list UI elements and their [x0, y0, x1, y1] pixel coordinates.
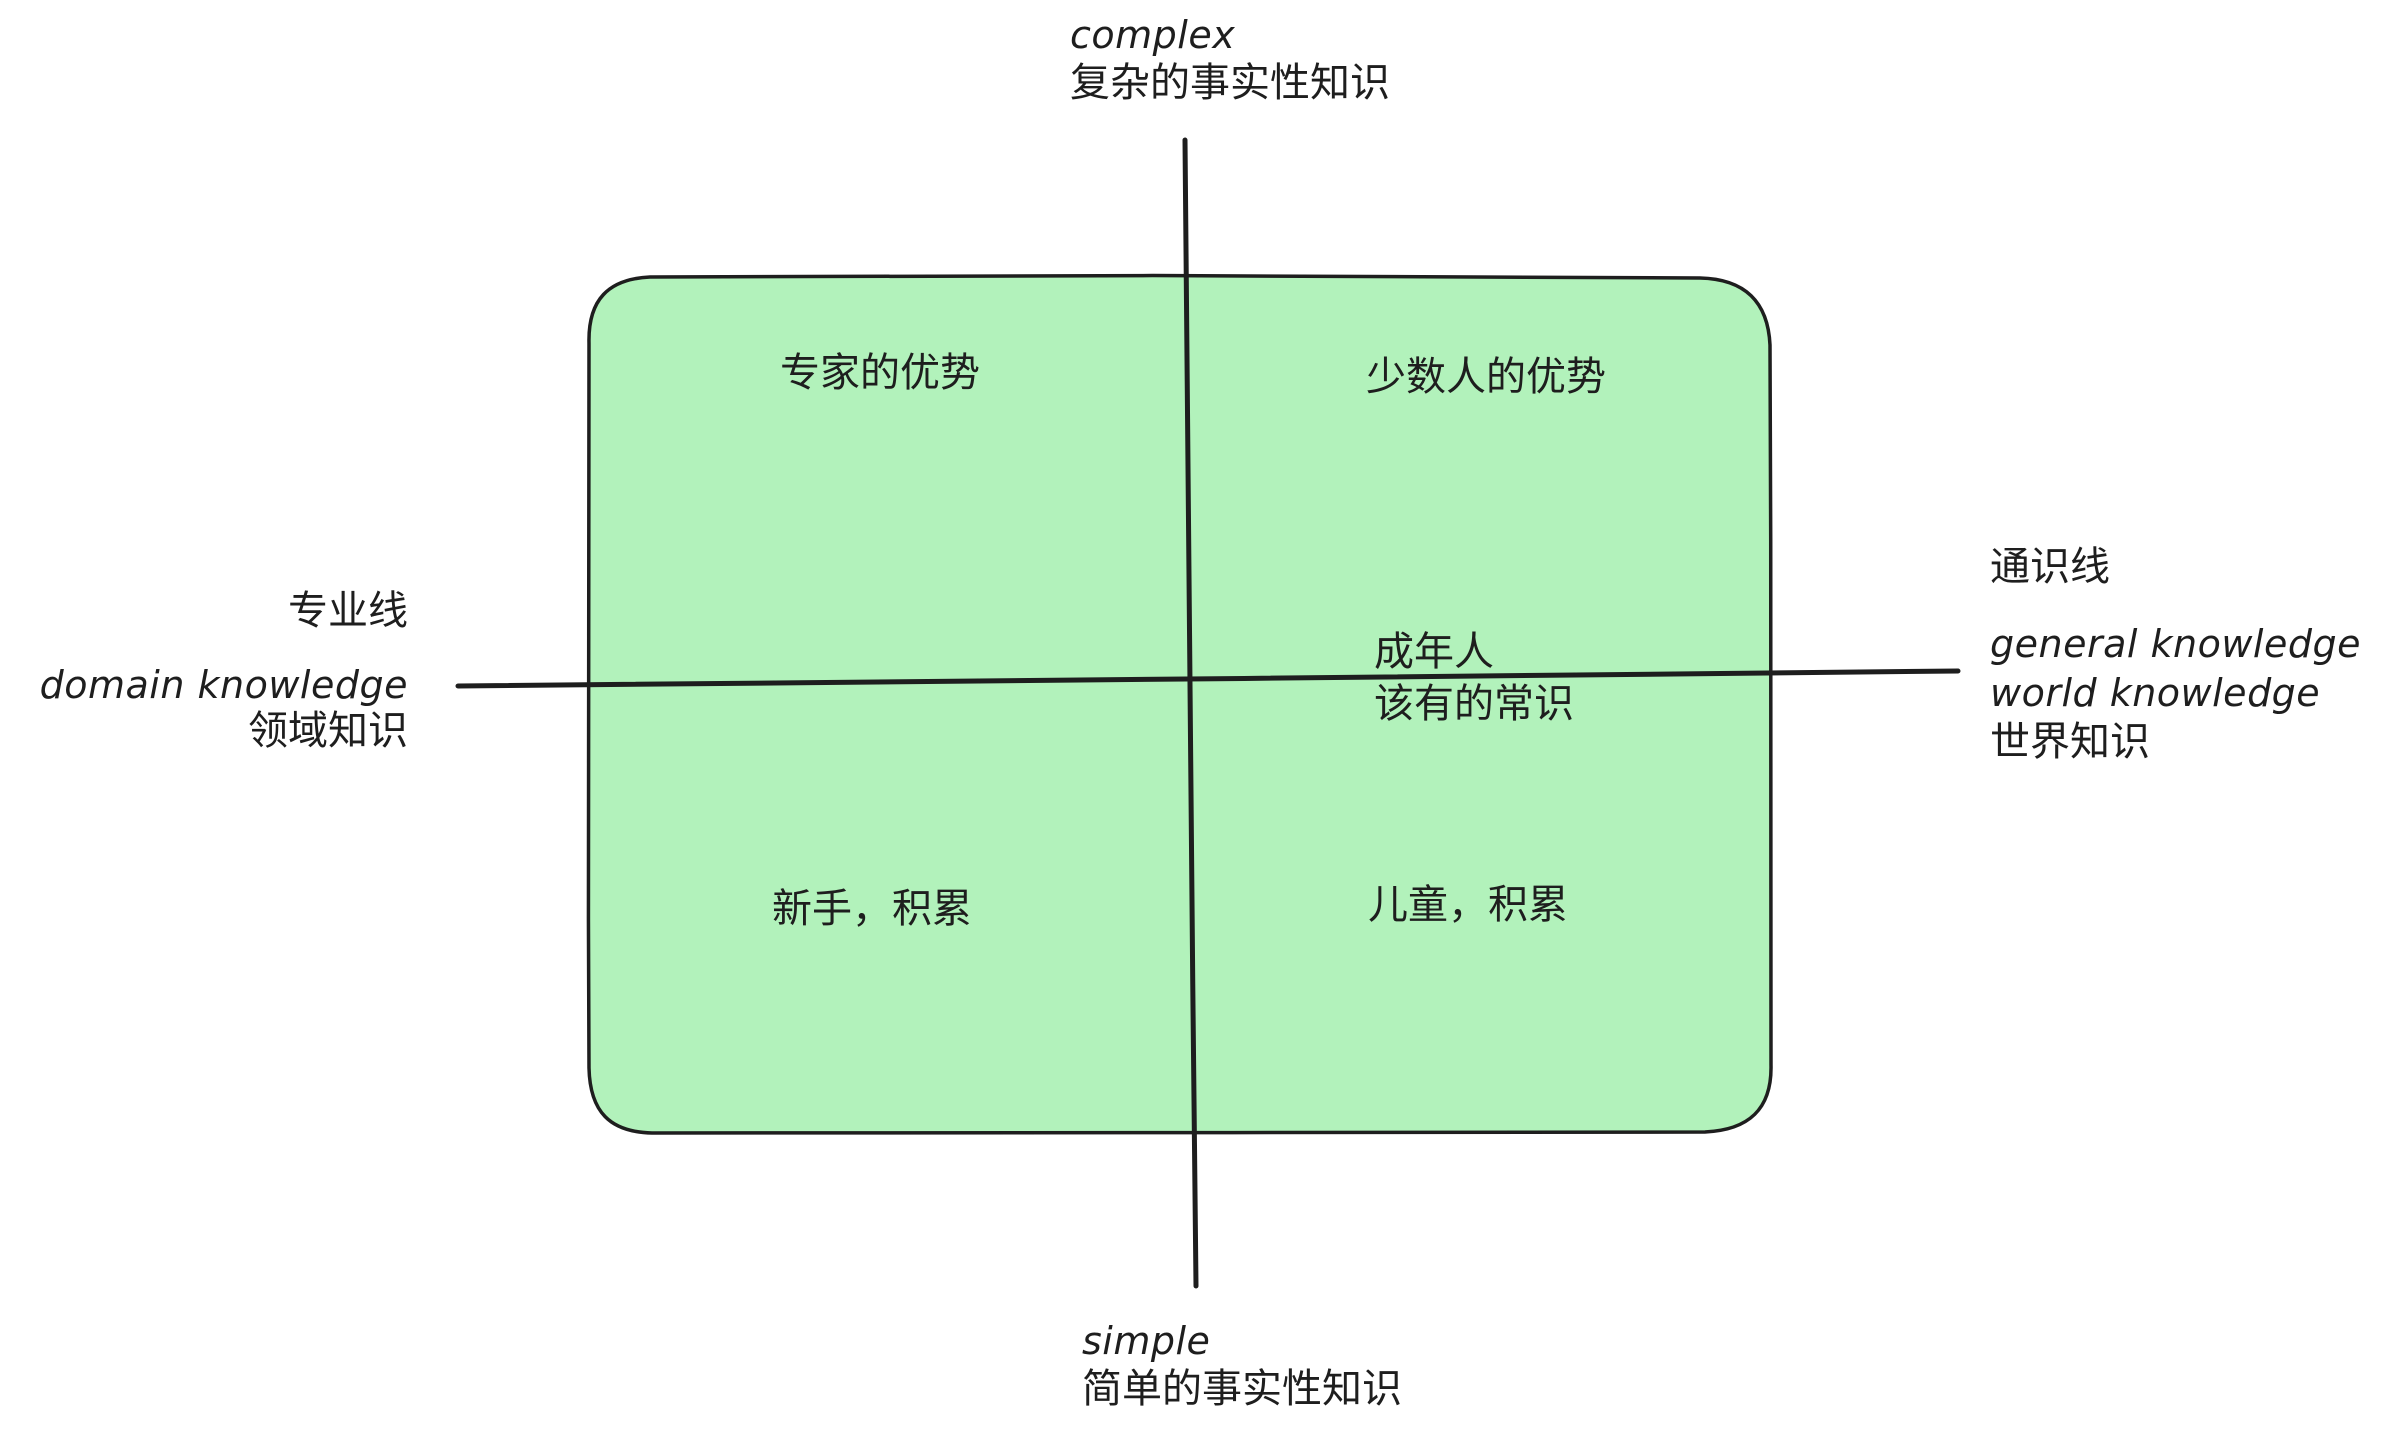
right-axis-english-1: general knowledge — [1990, 622, 2361, 666]
left-axis-chinese: 领域知识 — [248, 707, 408, 754]
left-axis-heading: 专业线 — [288, 588, 408, 634]
center-right-label: 成年人 该有的常识 — [1374, 626, 1574, 730]
center-right-line-1: 成年人 — [1374, 629, 1494, 675]
quadrant-top-right-label: 少数人的优势 — [1366, 354, 1606, 400]
quadrant-bottom-left-label: 新手，积累 — [772, 886, 972, 932]
quadrant-top-left-label: 专家的优势 — [780, 350, 980, 396]
right-axis-label: 通识线 general knowledge world knowledge 世界… — [1990, 544, 2361, 765]
right-axis-chinese: 世界知识 — [1990, 718, 2150, 765]
left-axis-label: 专业线 domain knowledge 领域知识 — [40, 588, 408, 754]
quadrant-box — [586, 273, 1773, 1135]
center-right-line-2: 该有的常识 — [1374, 681, 1574, 727]
top-axis-english: complex — [1070, 13, 1236, 57]
right-axis-heading: 通识线 — [1990, 544, 2110, 590]
top-axis-chinese: 复杂的事实性知识 — [1070, 59, 1390, 106]
vertical-axis — [1182, 137, 1199, 1289]
quadrant-bottom-right-label: 儿童，积累 — [1368, 882, 1568, 928]
horizontal-axis — [455, 668, 1961, 689]
bottom-axis-chinese: 简单的事实性知识 — [1082, 1365, 1402, 1412]
bottom-axis-english: simple — [1082, 1319, 1211, 1363]
top-axis-label: complex 复杂的事实性知识 — [1070, 13, 1390, 106]
left-axis-english: domain knowledge — [39, 663, 408, 707]
bottom-axis-label: simple 简单的事实性知识 — [1082, 1319, 1402, 1412]
right-axis-english-2: world knowledge — [1990, 671, 2321, 716]
